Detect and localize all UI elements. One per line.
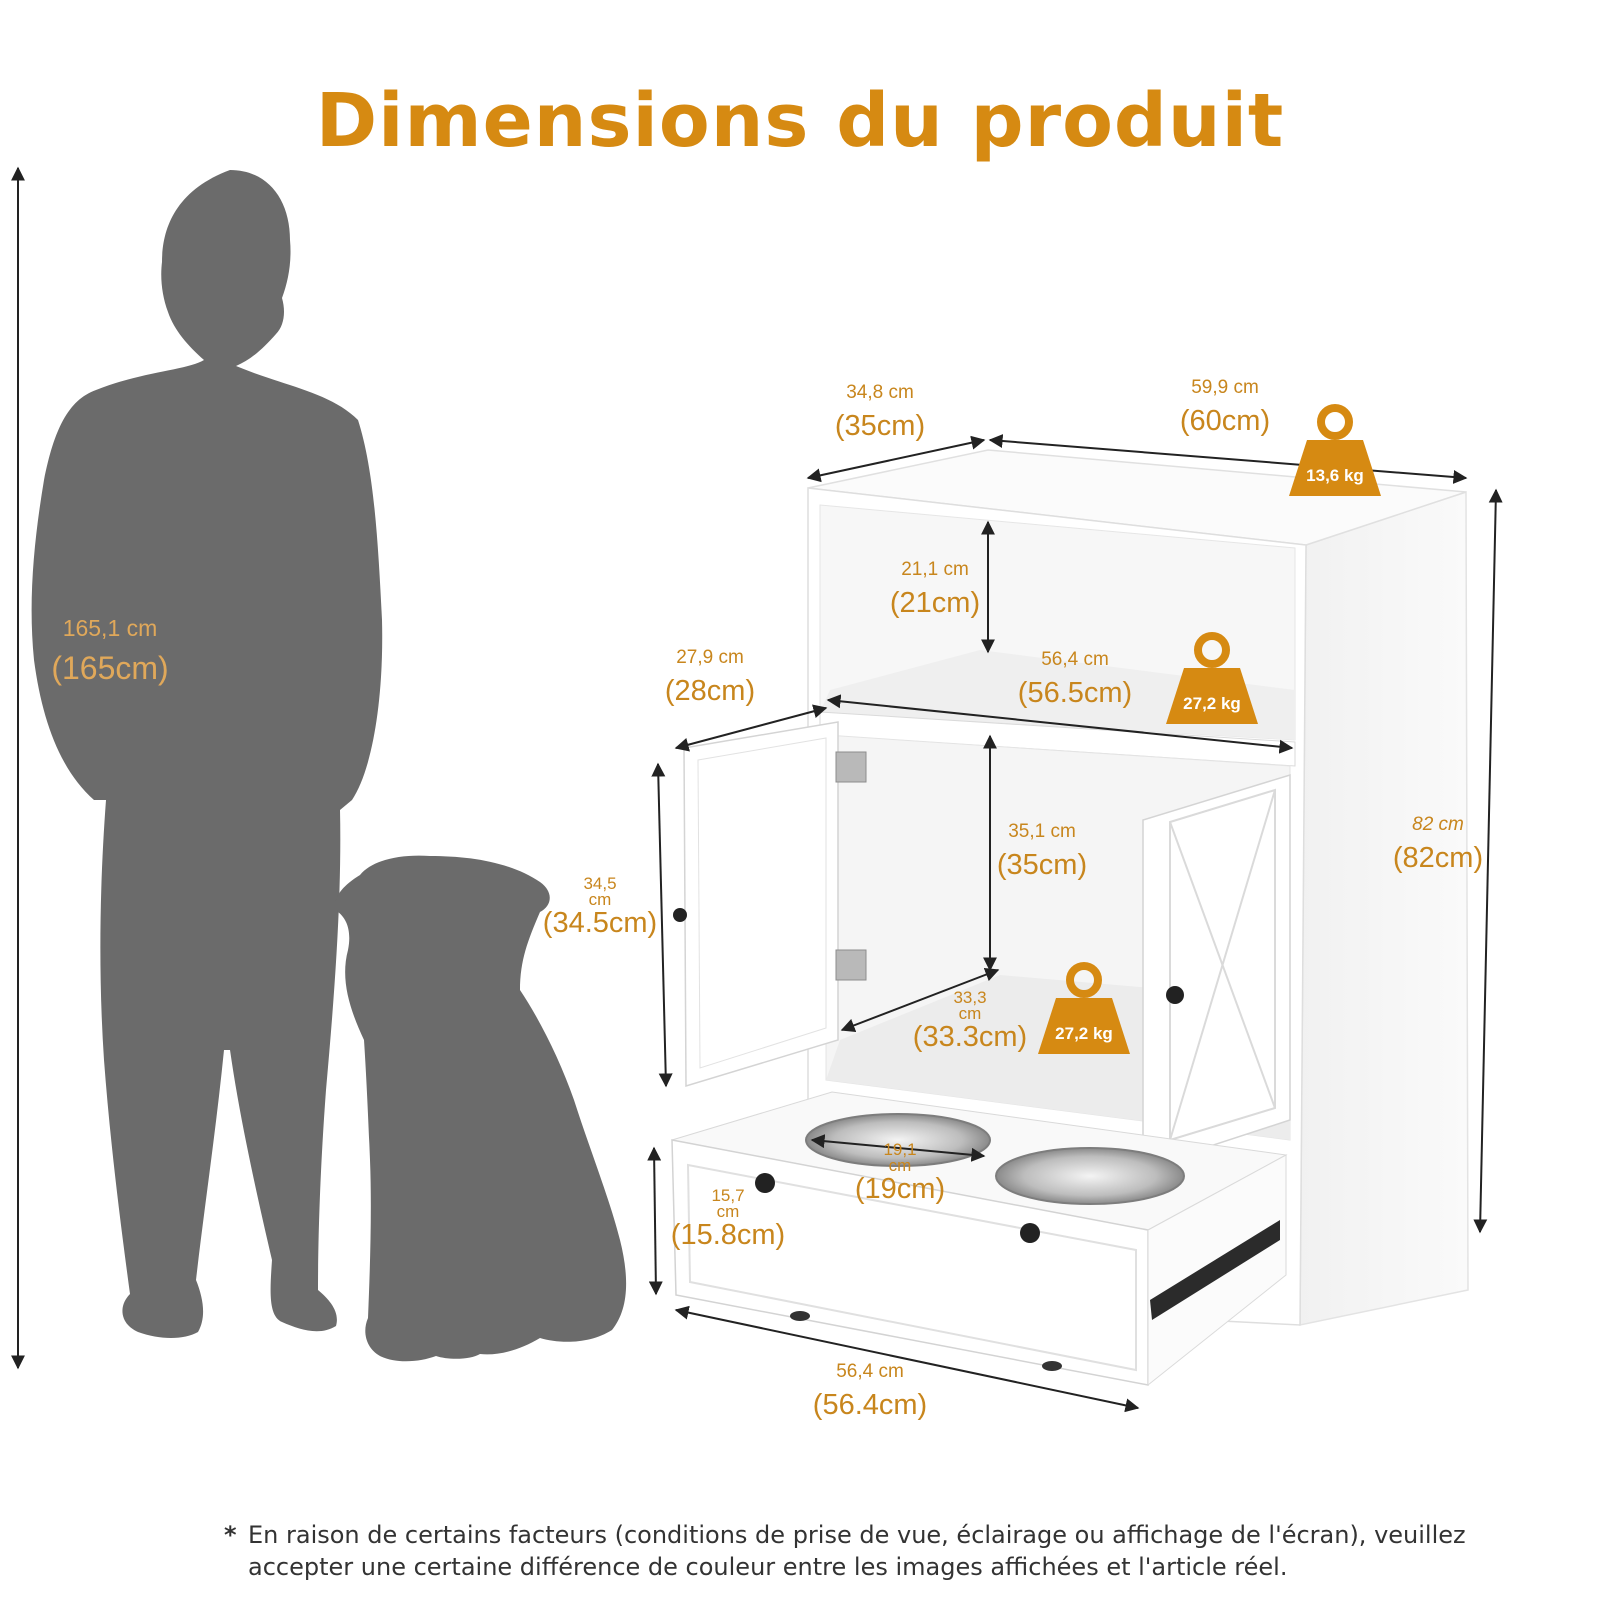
person-height-label: 165,1 cm (165cm) <box>51 615 169 687</box>
color-disclaimer: * En raison de certains facteurs (condit… <box>224 1520 1568 1583</box>
weight-badge-inner: 27,2 kg <box>1034 958 1134 1058</box>
cabinet-width-label: 59,9 cm (60cm) <box>1179 377 1271 437</box>
page-title: Dimensions du produit <box>315 78 1285 164</box>
cabinet-height-label: 82 cm (82cm) <box>1392 814 1484 874</box>
drawer-width-label: 56,4 cm (56.4cm) <box>812 1361 928 1421</box>
note-marker: * <box>224 1521 237 1549</box>
cabinet-depth-label: 34,8 cm (35cm) <box>834 382 926 442</box>
shelf-width-label: 56,4 cm (56.5cm) <box>1017 649 1133 709</box>
cabinet-illustration <box>671 449 1469 1387</box>
weight-label-inner: 27,2 kg <box>1055 1024 1113 1043</box>
weight-badge-top: 13,6 kg <box>1285 400 1385 500</box>
weight-badge-shelf: 27,2 kg <box>1162 628 1262 728</box>
door-width-label: 27,9 cm (28cm) <box>664 647 756 707</box>
weight-label-shelf: 27,2 kg <box>1183 694 1241 713</box>
door-height-label: 34,5 cm (34.5cm) <box>542 874 658 940</box>
inner-depth-label: 33,3 cm (33.3cm) <box>912 988 1028 1054</box>
drawer-height-label: 15,7 cm (15.8cm) <box>670 1186 786 1252</box>
inner-height-label: 35,1 cm (35cm) <box>996 821 1088 881</box>
weight-icon <box>1289 404 1381 496</box>
top-shelf-height-label: 21,1 cm (21cm) <box>889 559 981 619</box>
person-silhouette <box>31 170 383 1338</box>
weight-label-top: 13,6 kg <box>1306 466 1364 485</box>
note-text: En raison de certains facteurs (conditio… <box>248 1521 1466 1581</box>
dog-silhouette <box>335 855 627 1362</box>
weight-icon <box>1166 632 1258 724</box>
dimension-arrows <box>647 434 1503 1413</box>
bowl-diameter-label: 19,1 cm (19cm) <box>854 1140 946 1206</box>
weight-icon <box>1038 962 1130 1054</box>
